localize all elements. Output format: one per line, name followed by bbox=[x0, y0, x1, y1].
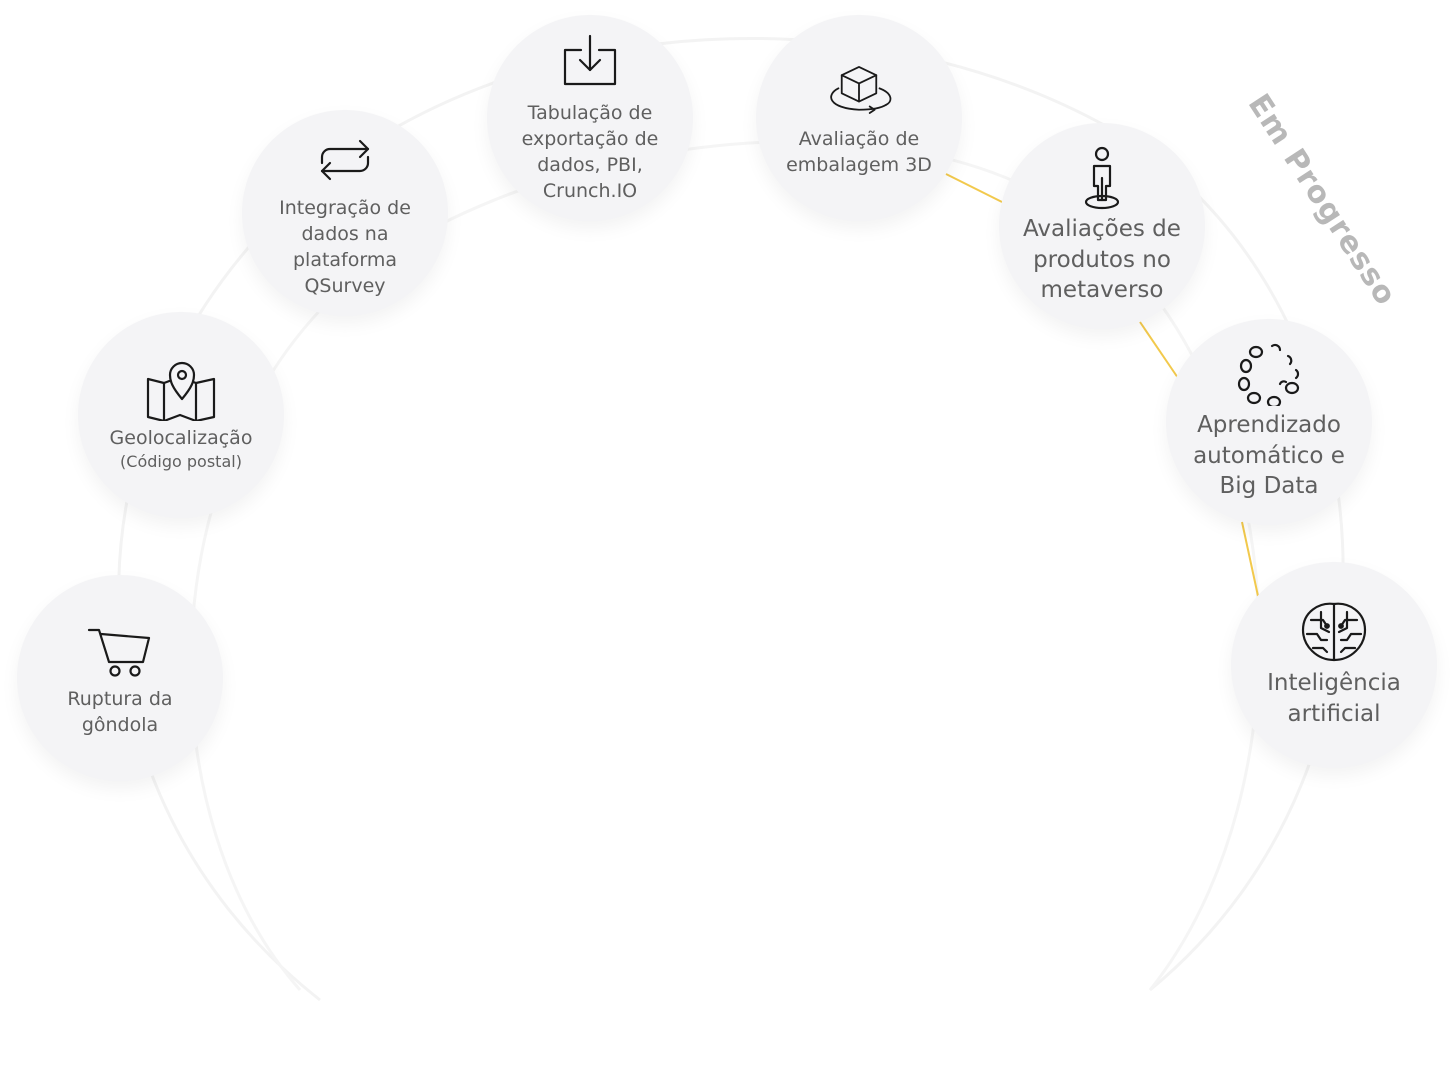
node-sublabel: (Código postal) bbox=[120, 451, 242, 471]
rotating-cube-icon bbox=[822, 58, 896, 122]
node-tabulacao-exportacao: Tabulação de exportação de dados, PBI, C… bbox=[487, 15, 693, 221]
node-inteligencia-artificial: Inteligência artificial bbox=[1231, 562, 1437, 768]
connector-ml-ia bbox=[1241, 521, 1259, 597]
node-metaverso: Avaliações de produtos no metaverso bbox=[999, 123, 1205, 329]
node-label: Geolocalização bbox=[109, 427, 253, 450]
node-ruptura-gondola: Ruptura da gôndola bbox=[17, 575, 223, 781]
node-label: Aprendizado automático e Big Data bbox=[1193, 411, 1345, 500]
node-label: Ruptura da gôndola bbox=[67, 687, 173, 736]
node-label: Avaliação de embalagem 3D bbox=[786, 127, 932, 176]
connector-embalagem-metaverso bbox=[945, 173, 1005, 204]
node-integracao-qsurvey: Integração de dados na plataforma QSurve… bbox=[242, 110, 448, 316]
brain-circuit-icon bbox=[1297, 600, 1371, 664]
download-tray-icon bbox=[553, 32, 627, 96]
node-geolocalizacao: Geolocalização (Código postal) bbox=[78, 312, 284, 518]
repeat-arrows-icon bbox=[308, 127, 382, 191]
connector-metaverso-ml bbox=[1139, 321, 1179, 379]
node-label: Avaliações de produtos no metaverso bbox=[1023, 215, 1181, 304]
node-label: Tabulação de exportação de dados, PBI, C… bbox=[521, 101, 659, 203]
node-label: Inteligência artificial bbox=[1267, 670, 1401, 727]
node-embalagem-3d: Avaliação de embalagem 3D bbox=[756, 15, 962, 221]
map-pin-icon bbox=[144, 357, 218, 423]
circle-of-dots-icon bbox=[1232, 342, 1306, 408]
node-label: Integração de dados na plataforma QSurve… bbox=[279, 196, 411, 298]
node-aprendizado-big-data: Aprendizado automático e Big Data bbox=[1166, 319, 1372, 525]
avatar-on-platform-icon bbox=[1065, 146, 1139, 210]
shopping-cart-icon bbox=[83, 618, 157, 682]
